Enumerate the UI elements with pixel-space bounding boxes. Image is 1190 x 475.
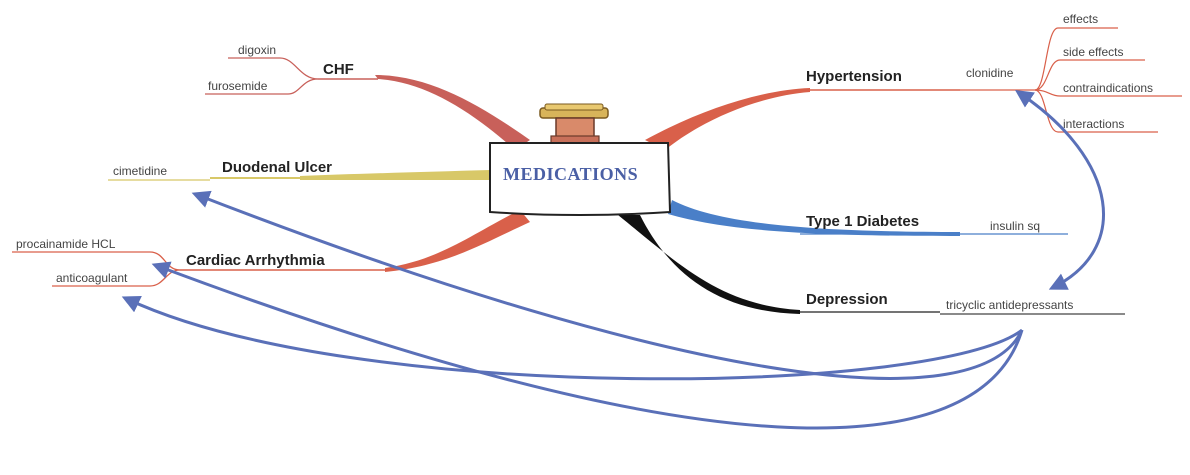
leaf-digoxin: digoxin (238, 43, 277, 57)
leaf-contraindications: contraindications (1063, 81, 1154, 95)
leaf-tricyclic: tricyclic antidepressants (946, 298, 1074, 312)
leaf-interactions: interactions (1063, 117, 1125, 131)
side-effects-link (1034, 59, 1145, 91)
furosemide-link (205, 78, 319, 95)
center-topic: MEDICATIONS (503, 164, 639, 184)
leaf-side-effects: side effects (1063, 45, 1124, 59)
branch-depression: Depression (806, 291, 888, 308)
procainamide-link (12, 251, 181, 271)
anticoagulant-link (52, 269, 181, 287)
arrow-tricyclic-anticoagulant (121, 296, 1023, 381)
leaf-anticoagulant: anticoagulant (56, 271, 128, 285)
leaf-cimetidine: cimetidine (113, 164, 168, 178)
effects-link (1034, 27, 1118, 91)
branch-cardiac-arrhythmia: Cardiac Arrhythmia (186, 252, 325, 269)
arrow-tricyclic-procainamide (151, 261, 1024, 430)
leaf-procainamide: procainamide HCL (16, 237, 116, 251)
arrow-clonidine-tricyclic (1015, 90, 1105, 290)
branch-duodenal-ulcer: Duodenal Ulcer (222, 159, 333, 176)
leaf-insulin-sq: insulin sq (990, 219, 1041, 233)
cardiac-arrhythmia-branch (385, 210, 530, 272)
arrow-tricyclic-cimetidine (191, 190, 1024, 380)
branch-hypertension: Hypertension (806, 68, 902, 85)
branch-chf: CHF (323, 61, 354, 78)
depression-branch (618, 215, 800, 314)
medication-bottle-icon (489, 103, 672, 216)
chf-branch (375, 75, 530, 150)
hypertension-branch (645, 88, 810, 150)
leaf-furosemide: furosemide (208, 79, 268, 93)
leaf-clonidine: clonidine (966, 66, 1014, 80)
type1-diabetes-branch (668, 200, 960, 236)
duodenal-ulcer-branch (300, 170, 490, 180)
digoxin-link (228, 57, 319, 80)
branch-type1-diabetes: Type 1 Diabetes (806, 213, 920, 230)
leaf-effects: effects (1063, 12, 1099, 26)
